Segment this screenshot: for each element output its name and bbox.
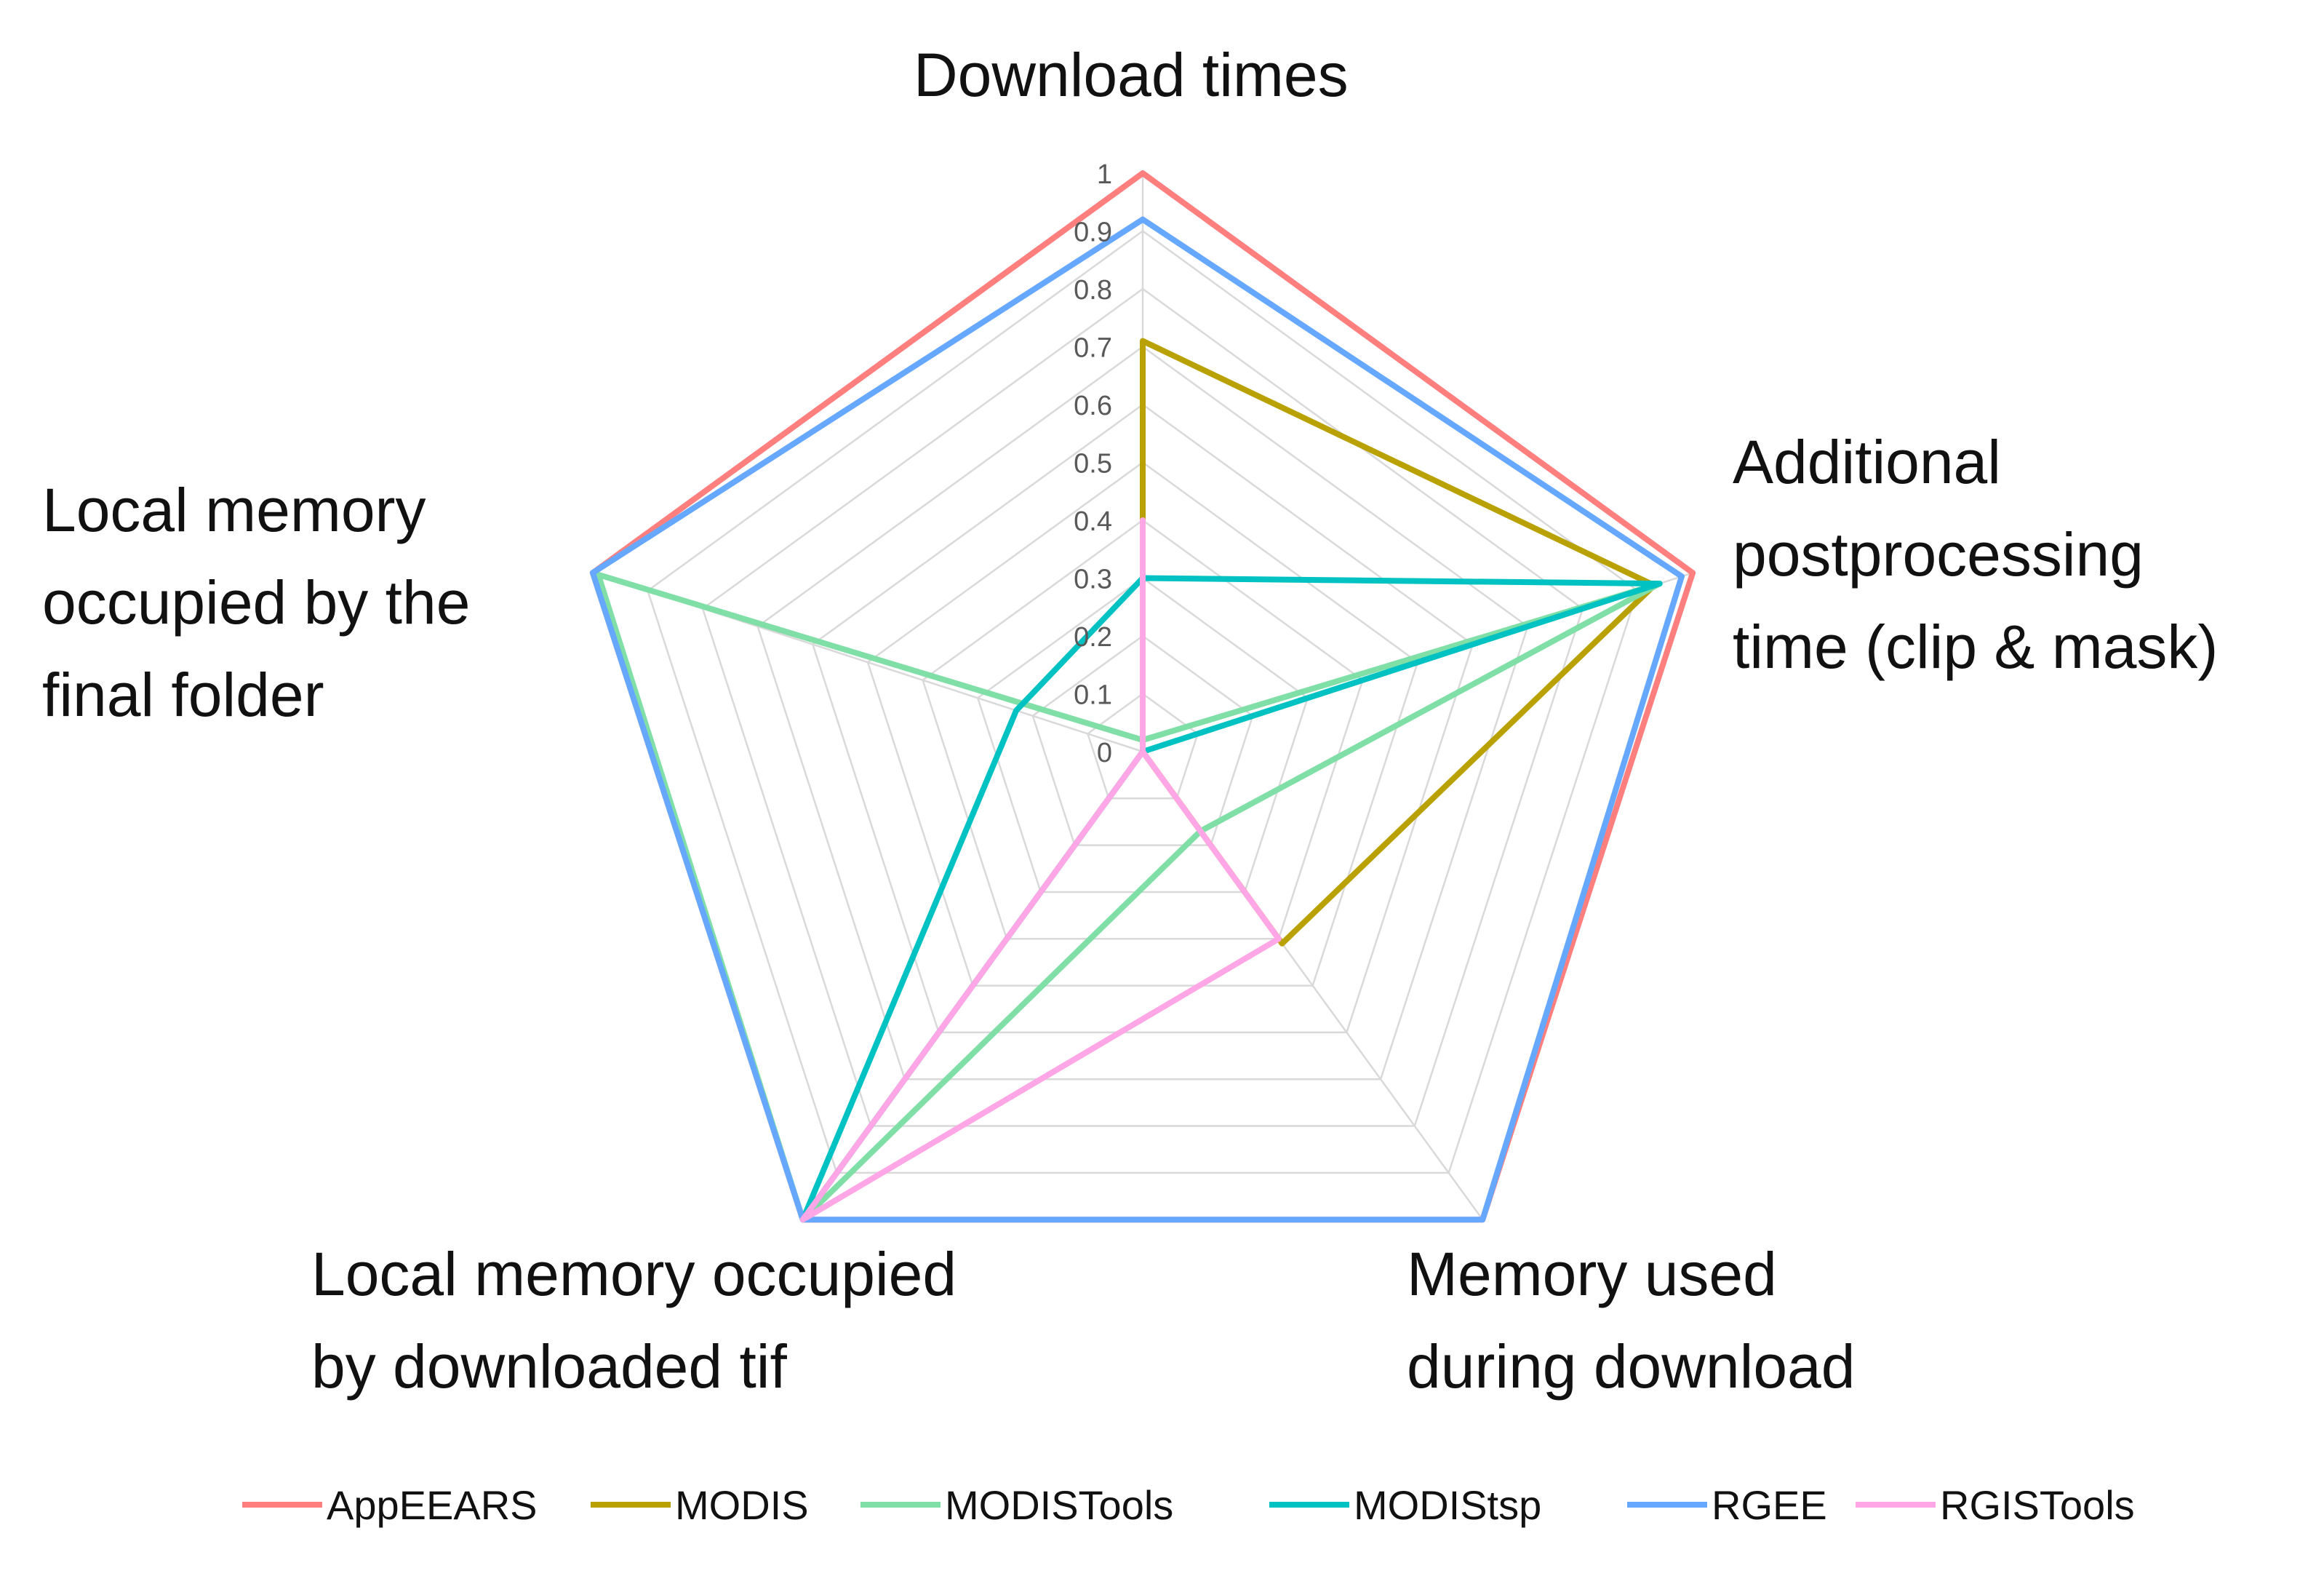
tick-label: 0.5 (1074, 449, 1112, 479)
tick-label: 0.2 (1074, 622, 1112, 653)
axis-label-line: final folder (42, 661, 324, 729)
legend-label-modis: MODIS (675, 1482, 809, 1528)
legend-label-modistsp: MODIStsp (1354, 1482, 1541, 1528)
grid-ring-8 (701, 287, 1584, 1127)
tick-label: 0.7 (1074, 333, 1112, 364)
grid-ring-5 (866, 461, 1419, 987)
radar-tick-labels: 0 0.1 0.2 0.3 0.4 0.5 0.6 0.7 0.8 0.9 1 (1074, 159, 1112, 768)
axis-label-line: by downloaded tif (311, 1332, 787, 1401)
legend-label-rgistools: RGISTools (1940, 1482, 2135, 1528)
tick-label: 0.9 (1074, 218, 1112, 248)
axis-label-memory-used-during-download: Memory used during download (1407, 1240, 1855, 1401)
grid-ring-2 (1031, 634, 1254, 846)
grid-ring-6 (811, 403, 1474, 1034)
axis-label-download-times: Download times (914, 41, 1349, 109)
tick-label: 0.6 (1074, 391, 1112, 421)
series-rgee (589, 216, 1685, 1223)
axis-label-local-memory-downloaded-tif: Local memory occupied by downloaded tif (311, 1240, 957, 1401)
tick-label: 0.3 (1074, 565, 1112, 595)
axis-label-line: occupied by the (42, 568, 470, 637)
legend-label-appeears: AppEEARS (327, 1482, 538, 1528)
tick-label: 0 (1097, 738, 1112, 768)
tick-label: 0.1 (1074, 680, 1112, 711)
axis-label-line: postprocessing (1733, 520, 2144, 589)
radar-series (589, 170, 1696, 1223)
axis-label-line: Local memory (42, 476, 426, 544)
grid-ring-9 (647, 229, 1639, 1174)
axis-label-additional-postprocessing-time: Additional postprocessing time (clip & mas… (1733, 428, 2218, 681)
axis-label-line: Memory used (1407, 1240, 1777, 1308)
grid-ring-4 (922, 519, 1364, 940)
tick-label: 1 (1097, 159, 1112, 190)
tick-label: 0.4 (1074, 506, 1112, 537)
legend-label-rgee: RGEE (1712, 1482, 1827, 1528)
tick-label: 0.8 (1074, 275, 1112, 306)
series-modistools (595, 571, 1663, 1223)
series-rgistools (799, 517, 1282, 1223)
axis-label-line: during download (1407, 1332, 1855, 1401)
axis-label-line: Local memory occupied (311, 1240, 957, 1308)
axis-label-line: Additional (1733, 428, 2001, 496)
chart-legend: AppEEARS MODIS MODISTools MODIStsp RGEE RGIST… (242, 1482, 2135, 1528)
axis-label-local-memory-final-folder: Local memory occupied by the final folder (42, 476, 470, 729)
grid-ring-3 (976, 576, 1309, 894)
legend-label-modistools: MODISTools (945, 1482, 1173, 1528)
axis-label-line: time (clip & mask) (1733, 613, 2218, 681)
axis-label-line: Download times (914, 41, 1349, 109)
